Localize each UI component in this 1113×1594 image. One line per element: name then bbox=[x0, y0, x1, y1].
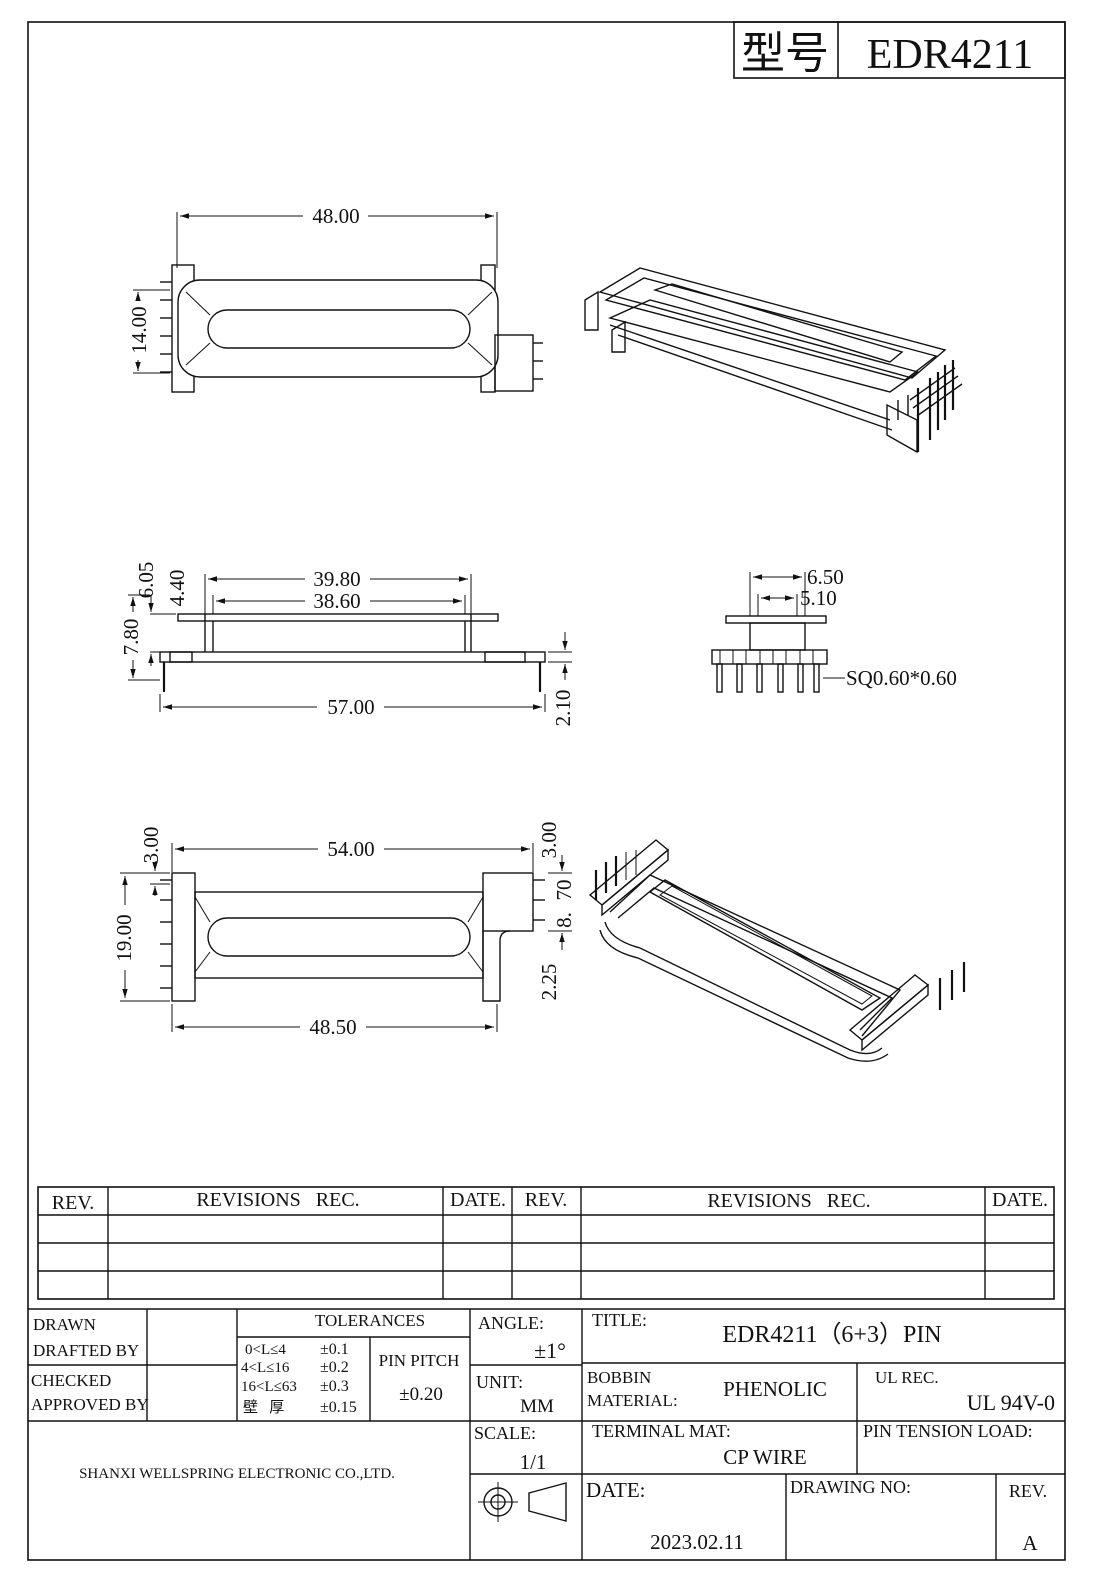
bottom-view: 54.00 19.00 3.00 48.50 bbox=[112, 822, 576, 1039]
iso-view-bottom bbox=[588, 839, 966, 1062]
unit-label: UNIT: bbox=[476, 1372, 523, 1392]
pin-pitch-value: ±0.20 bbox=[399, 1384, 443, 1405]
top-view: 48.00 14.00 bbox=[127, 204, 543, 393]
sheet-border bbox=[27, 21, 1066, 1561]
rev-header-rec-1: REVISIONS REC. bbox=[196, 1189, 359, 1211]
date-value: 2023.02.11 bbox=[650, 1530, 744, 1554]
pin-tension-label: PIN TENSION LOAD: bbox=[863, 1421, 1033, 1441]
material-value: PHENOLIC bbox=[723, 1377, 827, 1401]
scale-value: 1/1 bbox=[520, 1450, 547, 1474]
model-code: EDR4211 bbox=[867, 32, 1033, 78]
tolerances-label: TOLERANCES bbox=[315, 1311, 425, 1330]
dim-end-6-50: 6.50 bbox=[807, 565, 844, 589]
dim-bottom-2-25: 2.25 bbox=[537, 964, 561, 1001]
end-view: 6.50 5.10 SQ0.60*0.60 bbox=[711, 565, 957, 693]
dim-end-5-10: 5.10 bbox=[800, 586, 837, 610]
dim-top-width: 48.00 bbox=[312, 204, 359, 228]
dim-bottom-3-00-left: 3.00 bbox=[139, 827, 163, 864]
checked-label: CHECKED bbox=[31, 1371, 111, 1390]
dim-bottom-inner: 48.50 bbox=[309, 1015, 356, 1039]
dim-bottom-8: 8. bbox=[552, 912, 576, 928]
unit-value: MM bbox=[520, 1396, 554, 1417]
type-label: 型号 bbox=[741, 29, 829, 78]
tol-value-2: ±0.2 bbox=[320, 1359, 349, 1376]
tol-range-2: 4<L≤16 bbox=[241, 1360, 290, 1376]
scale-label: SCALE: bbox=[474, 1423, 536, 1443]
rev-header-rec-2: REVISIONS REC. bbox=[707, 1190, 870, 1212]
dim-bottom-width: 54.00 bbox=[327, 837, 374, 861]
date-label: DATE: bbox=[586, 1478, 646, 1502]
ul-rec-value: UL 94V-0 bbox=[967, 1390, 1055, 1415]
iso-view-top bbox=[584, 267, 963, 454]
dim-side-4-40: 4.40 bbox=[165, 570, 189, 607]
dim-side-38-60: 38.60 bbox=[313, 589, 360, 613]
dim-bottom-height: 19.00 bbox=[112, 914, 136, 961]
company-name: SHANXI WELLSPRING ELECTRONIC CO.,LTD. bbox=[79, 1466, 395, 1482]
rev-header-date-2: DATE. bbox=[992, 1189, 1048, 1211]
dim-bottom-70: 70 bbox=[552, 880, 576, 901]
dim-top-height: 14.00 bbox=[127, 306, 151, 353]
dim-side-7-80: 7.80 bbox=[119, 619, 143, 656]
tol-value-1: ±0.1 bbox=[320, 1341, 349, 1358]
tol-value-3: ±0.3 bbox=[320, 1378, 349, 1395]
drafted-by-label: DRAFTED BY bbox=[33, 1341, 139, 1360]
rev-header-rev-2: REV. bbox=[525, 1189, 567, 1211]
side-view: 39.80 38.60 6.05 4.40 7.80 57.00 bbox=[119, 562, 575, 727]
drawn-label: DRAWN bbox=[33, 1315, 96, 1334]
rev-label: REV. bbox=[1009, 1481, 1047, 1501]
tol-range-4: 壁 厚 bbox=[243, 1399, 284, 1416]
dim-end-pin: SQ0.60*0.60 bbox=[846, 666, 957, 690]
angle-label: ANGLE: bbox=[478, 1313, 544, 1333]
tol-range-3: 16<L≤63 bbox=[241, 1379, 297, 1395]
dim-side-pin-len: 2.10 bbox=[551, 690, 575, 727]
dim-side-6-05: 6.05 bbox=[134, 562, 158, 599]
angle-value: ±1° bbox=[534, 1338, 566, 1363]
material-label: MATERIAL: bbox=[587, 1391, 678, 1410]
rev-value: A bbox=[1022, 1531, 1038, 1555]
ul-rec-label: UL REC. bbox=[875, 1368, 939, 1387]
dim-side-length: 57.00 bbox=[327, 695, 374, 719]
title-value: EDR4211（6+3）PIN bbox=[722, 1322, 941, 1348]
terminal-mat-value: CP WIRE bbox=[723, 1445, 806, 1469]
terminal-mat-label: TERMINAL MAT: bbox=[592, 1421, 731, 1441]
dim-bottom-3-00-right: 3.00 bbox=[537, 822, 561, 859]
title-block: DRAWN DRAFTED BY CHECKED APPROVED BY TOL… bbox=[28, 1308, 1065, 1560]
rev-header-rev-1: REV. bbox=[52, 1192, 94, 1214]
approved-by-label: APPROVED BY bbox=[31, 1395, 149, 1414]
revisions-table: REV. REVISIONS REC. DATE. REV. REVISIONS… bbox=[37, 1186, 1055, 1300]
projection-symbol-icon bbox=[478, 1482, 567, 1522]
tol-value-4: ±0.15 bbox=[320, 1399, 357, 1416]
bobbin-label: BOBBIN bbox=[587, 1368, 651, 1387]
drawing-no-label: DRAWING NO: bbox=[790, 1477, 911, 1497]
model-header: 型号 EDR4211 bbox=[733, 21, 1066, 79]
dim-side-39-80: 39.80 bbox=[313, 567, 360, 591]
rev-header-date-1: DATE. bbox=[450, 1189, 506, 1211]
tol-range-1: 0<L≤4 bbox=[245, 1342, 286, 1358]
title-label: TITLE: bbox=[592, 1310, 647, 1330]
pin-pitch-label: PIN PITCH bbox=[379, 1351, 460, 1370]
